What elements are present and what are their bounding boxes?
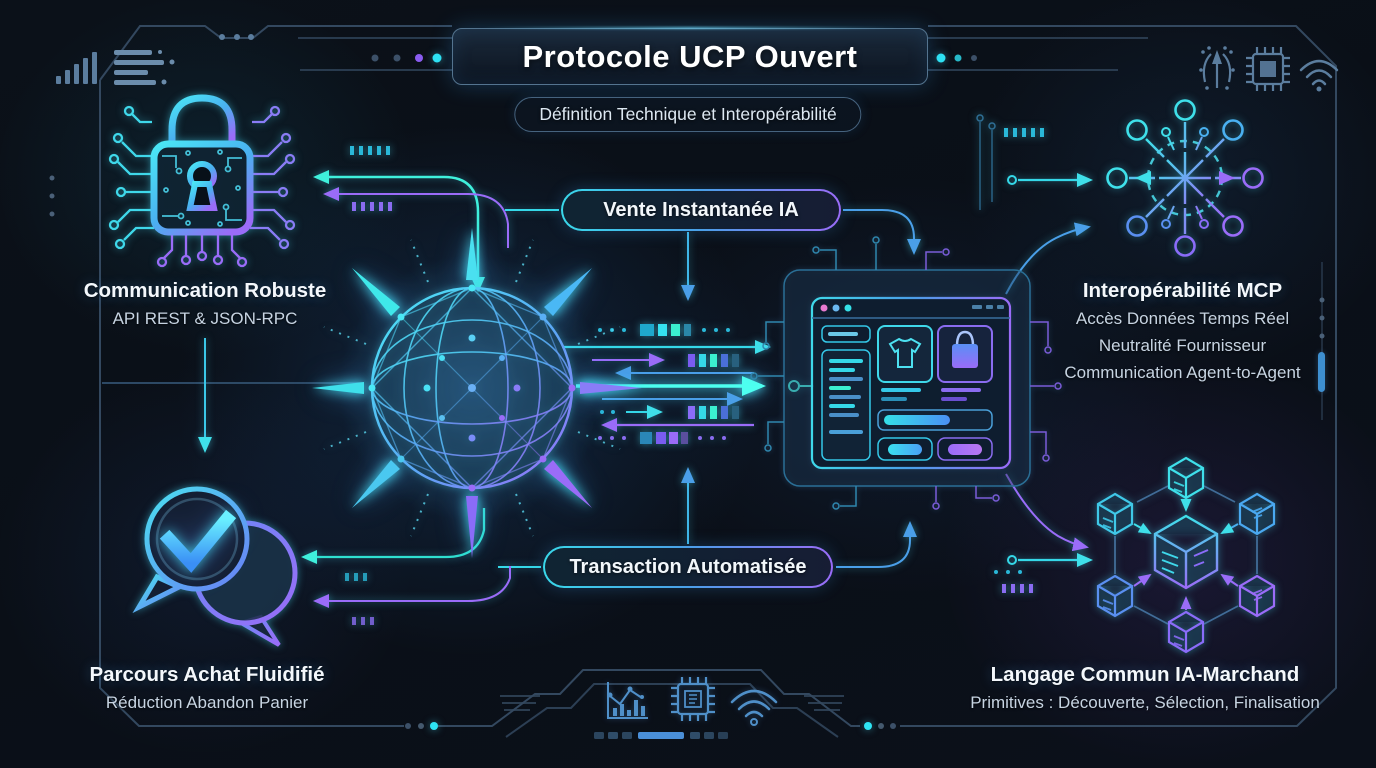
chip-icon [1246,47,1290,91]
chip-icon [671,677,715,721]
page-subtitle: Définition Technique et Interopérabilité [514,97,862,132]
feature-line: API REST & JSON-RPC [112,309,298,328]
feature-title: Interopérabilité MCP [1082,279,1283,302]
feature-line: Communication Agent-to-Agent [1064,363,1301,382]
menu-lines-icon [114,50,175,85]
data-dashes [345,128,1044,625]
feature-langage-commun: Langage Commun IA-Marchand Primitives : … [943,660,1347,716]
signal-bars-icon [56,52,97,84]
central-cube [1153,514,1219,590]
corner-icons-top-left [56,50,175,85]
circuit-padlock-icon [108,94,296,268]
page-title-text: Protocole UCP Ouvert [522,38,858,74]
feature-line: Primitives : Découverte, Sélection, Fina… [970,693,1320,712]
wifi-icon [1299,59,1339,92]
window-dot-cyan [844,304,852,312]
flow-pill-label: Transaction Automatisée [569,555,807,578]
circuit-branch-icon [1199,46,1235,90]
cta-button-cyan [877,437,933,461]
corner-icons-top-right [1199,46,1339,92]
flow-pill-label: Vente Instantanée IA [603,198,799,221]
tshirt-icon [888,337,922,368]
frame-dots [49,34,1325,730]
feature-title: Communication Robuste [83,279,327,302]
cta-button-purple [937,437,993,461]
flow-pill-vente-instantanee: Vente Instantanée IA [561,189,841,231]
bottom-center-icons [607,677,778,726]
feature-title: Parcours Achat Fluidifié [89,663,325,686]
flow-pill-transaction-automatisee: Transaction Automatisée [543,546,833,588]
wifi-icon [730,689,778,726]
page-title: Protocole UCP Ouvert [452,28,928,85]
storefront-window [750,236,1062,510]
frame-bottom-segments [594,732,728,739]
product-card-bag [937,325,993,401]
feature-line: Neutralité Fournisseur [1098,336,1267,355]
analytics-chart-icon [607,682,648,719]
cube-network-icon [1096,456,1276,654]
window-dot-blue [832,304,840,312]
ai-network-sphere [312,228,642,558]
chat-check-icon [132,486,298,647]
network-hub-icon [1106,99,1264,257]
feature-line: Accès Données Temps Réel [1075,309,1290,328]
sphere-rays [312,228,642,558]
data-stream-segments [598,324,739,444]
sphere-nodes [368,284,576,492]
pcb-traces [750,236,880,510]
checkmark-icon [159,509,237,573]
storefront-sidebar [821,325,871,461]
feature-line: Réduction Abandon Panier [105,693,309,712]
feature-communication-robuste: Communication Robuste API REST & JSON-RP… [30,276,380,332]
feature-interoperabilite-mcp: Interopérabilité MCP Accès Données Temps… [1005,276,1360,386]
product-card-shirt [877,325,933,401]
window-dot-pink [820,304,828,312]
feature-title: Langage Commun IA-Marchand [990,663,1300,686]
page-subtitle-text: Définition Technique et Interopérabilité [539,104,837,124]
shopping-bag-icon [952,344,978,368]
feature-parcours-achat: Parcours Achat Fluidifié Réduction Aband… [32,660,382,716]
